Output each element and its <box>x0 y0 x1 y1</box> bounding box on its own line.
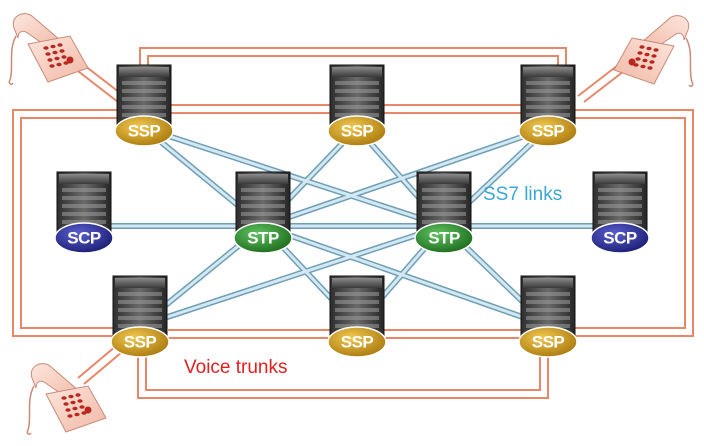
ss7-links-caption: SS7 links <box>483 184 562 205</box>
voice-trunks-caption: Voice trunks <box>184 357 288 378</box>
ssp-oval <box>518 115 578 147</box>
ssp-label: SSP <box>128 121 161 140</box>
ssp-bottom-right[interactable]: SSP <box>518 275 578 358</box>
ssp-oval <box>110 326 170 358</box>
ssp-bottom-middle[interactable]: SSP <box>327 275 387 358</box>
network-nodes: SSP SSP SSP SCP STP STP SCP SSP SSP SSP <box>54 64 650 358</box>
scp-right[interactable]: SCP <box>590 171 650 254</box>
ssp-top-middle[interactable]: SSP <box>327 64 387 147</box>
stp-left[interactable]: STP <box>233 171 293 254</box>
ssp-label: SSP <box>532 121 565 140</box>
scp-label: SCP <box>603 228 637 247</box>
ssp-top-left[interactable]: SSP <box>114 64 174 147</box>
ssp-oval <box>327 115 387 147</box>
telephone-icon <box>8 13 89 85</box>
phone-top-left[interactable] <box>8 13 89 85</box>
ssp-oval <box>114 115 174 147</box>
ssp-label: SSP <box>532 332 565 351</box>
scp-oval <box>54 222 114 254</box>
scp-oval <box>590 222 650 254</box>
ssp-oval <box>327 326 387 358</box>
stp-right[interactable]: STP <box>414 171 474 254</box>
ssp-oval <box>518 326 578 358</box>
ssp-label: SSP <box>341 332 374 351</box>
stp-oval <box>233 222 293 254</box>
scp-label: SCP <box>67 228 101 247</box>
stp-oval <box>414 222 474 254</box>
telephone-icon <box>613 15 694 87</box>
voice-trunk-bottom-row <box>168 329 532 339</box>
voice-trunk-outer-inner <box>20 117 686 329</box>
ssp-label: SSP <box>341 121 374 140</box>
telephone-icon <box>26 363 107 435</box>
stp-label: STP <box>428 228 460 247</box>
stp-label: STP <box>247 228 279 247</box>
phone-bottom-left[interactable] <box>26 363 107 435</box>
voice-trunk-top-row <box>168 104 532 114</box>
scp-left[interactable]: SCP <box>54 171 114 254</box>
ssp-top-right[interactable]: SSP <box>518 64 578 147</box>
phone-top-right[interactable] <box>613 15 694 87</box>
ssp-label: SSP <box>124 332 157 351</box>
phone-cord-bottom-left <box>77 345 123 385</box>
telephones <box>8 13 694 435</box>
voice-trunk-bottom <box>137 355 549 399</box>
phone-cord-top-right <box>577 61 629 103</box>
ssp-bottom-left[interactable]: SSP <box>110 275 170 358</box>
